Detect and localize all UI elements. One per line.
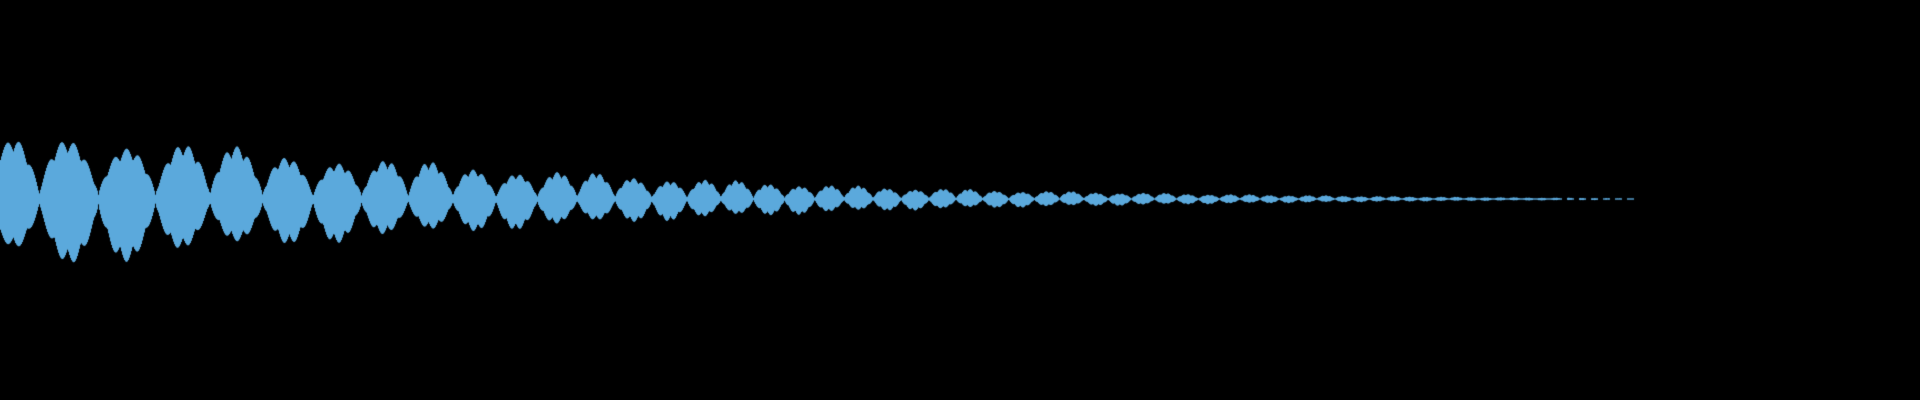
waveform-panel	[0, 0, 1920, 400]
audio-waveform	[0, 0, 1920, 400]
